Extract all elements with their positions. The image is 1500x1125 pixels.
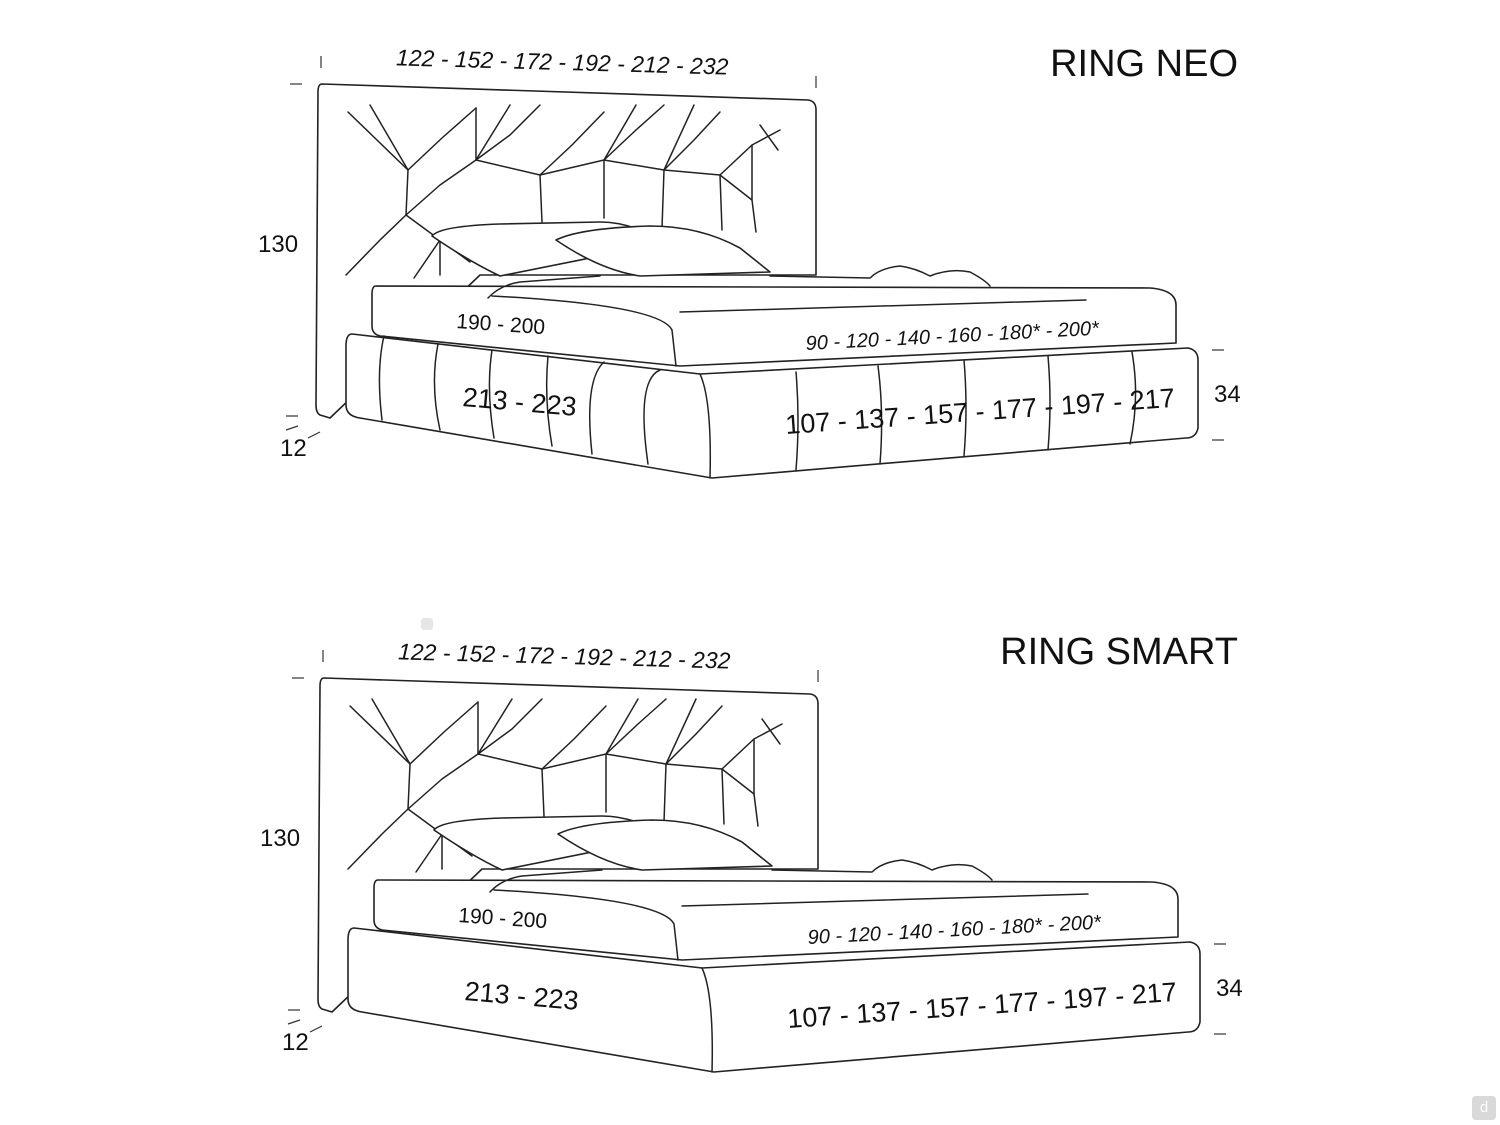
neo-duvet: [769, 265, 991, 287]
neo-dimension-ticks: [285, 56, 1224, 441]
smart-title: RING SMART: [1000, 631, 1238, 673]
smart-base-height: 34: [1216, 975, 1243, 1002]
neo-pillow-front: [555, 225, 771, 277]
neo-height: 130: [258, 231, 298, 258]
smart-pillow-front: [557, 819, 773, 871]
neo-mattress: [371, 285, 1177, 367]
small-marker-dot: [421, 618, 433, 630]
neo-base-height: 34: [1214, 381, 1241, 408]
smart-width-top: 122 - 152 - 172 - 192 - 212 - 232: [398, 638, 731, 673]
smart-mattress-edge: [493, 889, 679, 961]
smart-height: 130: [260, 825, 300, 852]
neo-width-top: 122 - 152 - 172 - 192 - 212 - 232: [396, 44, 729, 79]
ring-smart-drawing: [287, 650, 1226, 1073]
smart-base: [347, 927, 1201, 1073]
neo-base-panels: [378, 335, 1137, 479]
smart-mattress: [373, 879, 1179, 961]
neo-title: RING NEO: [1050, 43, 1238, 85]
neo-base: [345, 333, 1199, 479]
watermark-logo-icon: d: [1472, 1096, 1496, 1120]
smart-duvet: [771, 859, 993, 881]
smart-tufting: [347, 698, 783, 873]
neo-headboard-thickness: 12: [280, 435, 307, 462]
smart-headboard-thickness: 12: [282, 1029, 309, 1056]
smart-dimension-ticks: [287, 650, 1226, 1035]
neo-tufting: [345, 104, 781, 279]
ring-neo-drawing: [285, 56, 1224, 479]
neo-mattress-edge: [491, 295, 677, 367]
